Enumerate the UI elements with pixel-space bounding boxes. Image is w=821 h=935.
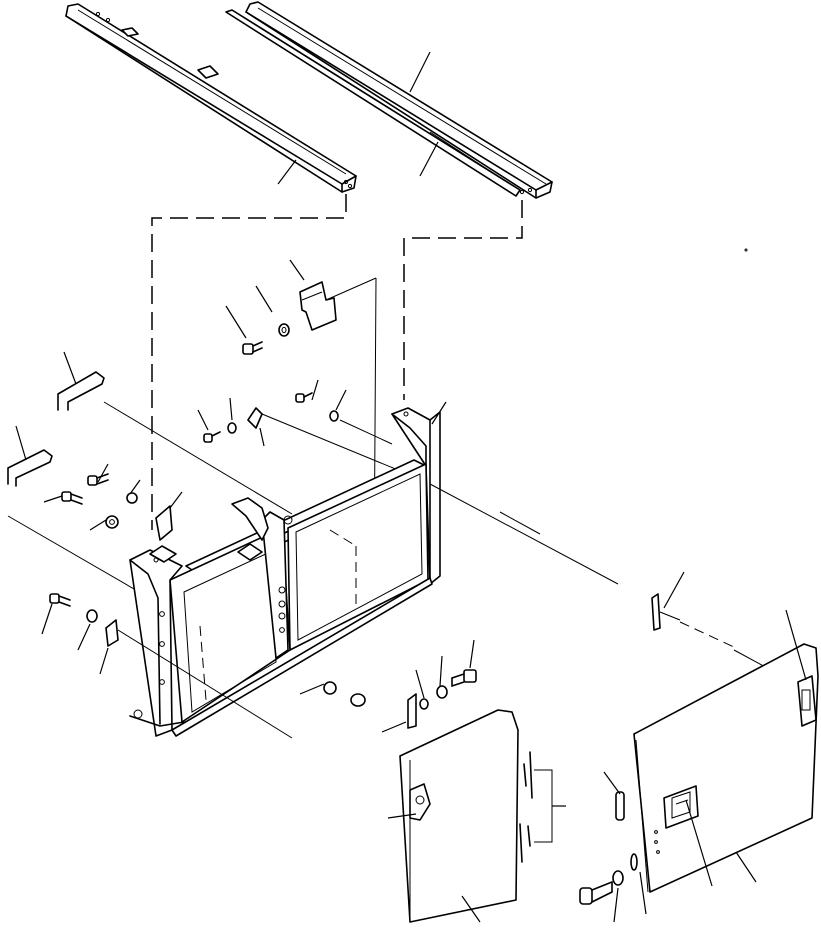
lock-washer <box>419 698 429 710</box>
frame-assembly <box>129 407 441 737</box>
mounting-bracket <box>299 277 377 583</box>
bolt <box>242 341 263 355</box>
lock-washer <box>278 323 290 337</box>
bolt <box>203 431 221 443</box>
upper-left-rail <box>65 3 357 193</box>
lock-washer <box>227 422 237 434</box>
flat-washer <box>105 515 119 529</box>
small-clip <box>105 619 119 647</box>
left-grab-handle-upper <box>57 371 293 515</box>
panel-latch <box>615 791 625 821</box>
lock-washer <box>329 410 339 422</box>
rail-guide-lines <box>151 194 523 530</box>
flat-washer <box>436 685 448 699</box>
small-clip <box>407 693 417 729</box>
small-clip <box>651 593 681 631</box>
retaining-plate <box>155 505 173 541</box>
bolt <box>87 473 109 486</box>
leader-lines <box>15 51 807 923</box>
left-side-panel <box>399 709 519 923</box>
bolt <box>451 669 477 687</box>
bolt <box>295 392 313 403</box>
panel-latch <box>519 751 553 863</box>
right-side-panel <box>633 643 819 893</box>
flat-washer <box>323 681 337 695</box>
bolt <box>579 881 613 905</box>
small-clip <box>630 853 638 871</box>
small-clip <box>247 407 263 429</box>
flat-washer <box>126 492 138 504</box>
bolt <box>61 491 83 505</box>
bolt <box>350 693 366 707</box>
upper-right-rail <box>225 1 553 199</box>
flat-washer <box>86 609 98 623</box>
bolt <box>49 593 71 607</box>
flat-washer <box>612 870 624 886</box>
